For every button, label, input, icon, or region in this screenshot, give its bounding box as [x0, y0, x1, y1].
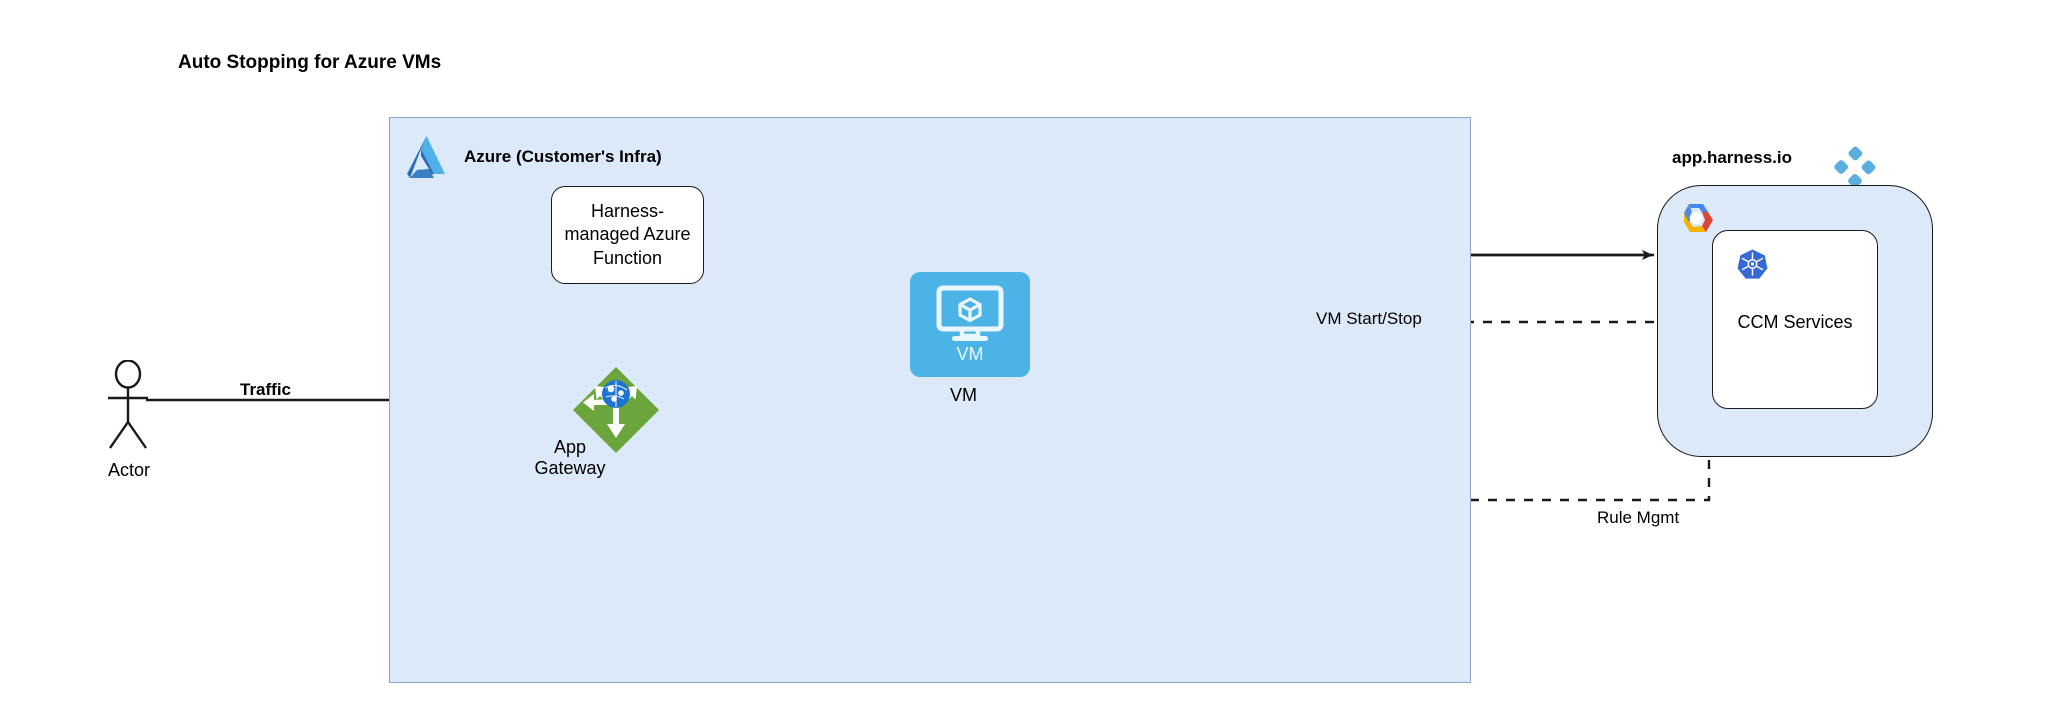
harness-managed-azure-function-node[interactable]: Harness- managed Azure Function: [551, 186, 704, 284]
azure-container-title: Azure (Customer's Infra): [464, 147, 662, 166]
vm-tile-label: VM: [956, 344, 984, 364]
virtual-machine-icon: [936, 285, 1004, 341]
azure-logo-icon: [407, 136, 445, 178]
application-gateway-icon[interactable]: [572, 366, 660, 454]
vm-node-caption: VM: [950, 385, 977, 405]
traffic-edge-label: Traffic: [240, 380, 292, 399]
azure-function-label: Harness- managed Azure Function: [564, 201, 691, 268]
page-title: Auto Stopping for Azure VMs: [178, 52, 442, 73]
vm-node[interactable]: VM: [910, 272, 1030, 377]
harness-logo-icon: [1834, 146, 1876, 188]
actor-label: Actor: [107, 460, 150, 480]
google-cloud-logo-icon: [1684, 204, 1713, 232]
ccm-services-label: CCM Services: [1737, 312, 1853, 332]
actor-stick-figure-icon: [108, 360, 148, 449]
rule-mgmt-edge-label: Rule Mgmt: [1595, 508, 1682, 529]
app-gateway-label: App Gateway: [534, 437, 606, 479]
harness-container-title: app.harness.io: [1672, 148, 1792, 167]
kubernetes-logo-icon: [1737, 249, 1768, 279]
vm-start-stop-edge-label: VM Start/Stop: [1314, 309, 1424, 330]
